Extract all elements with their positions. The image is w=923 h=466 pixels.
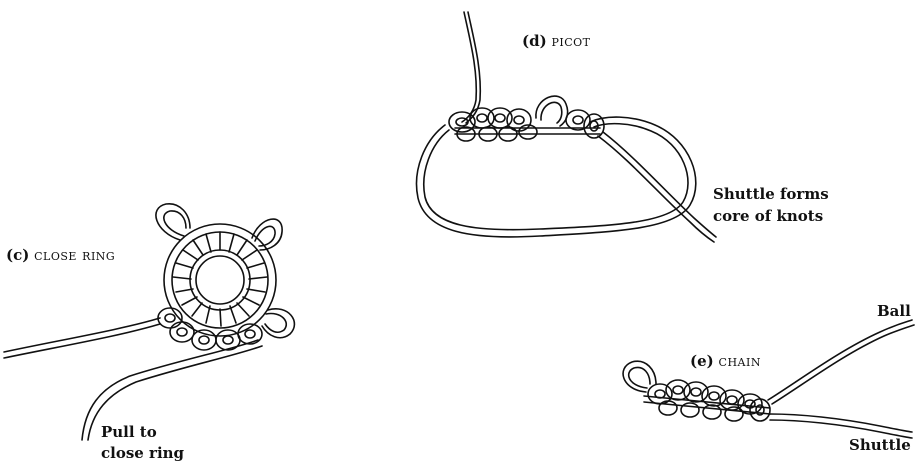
label-chain: (e) chain	[690, 352, 761, 371]
label-shuttle-core-line1: Shuttle forms	[713, 185, 829, 204]
label-ball: Ball	[877, 302, 911, 321]
label-pull-line2: close ring	[101, 444, 184, 463]
label-pull-line1: Pull to	[101, 423, 157, 442]
label-shuttle: Shuttle	[849, 436, 911, 455]
label-picot: (d) picot	[522, 32, 591, 51]
label-chain-key: (e)	[690, 352, 714, 370]
label-close-ring-key: (c)	[6, 246, 29, 264]
chain-figure	[623, 320, 914, 438]
label-close-ring-name: close ring	[34, 246, 115, 264]
label-picot-key: (d)	[522, 32, 547, 50]
label-shuttle-core-line2: core of knots	[713, 207, 823, 226]
label-picot-name: picot	[551, 32, 590, 50]
label-close-ring: (c) close ring	[6, 246, 115, 265]
close-ring-figure	[4, 204, 294, 440]
label-chain-name: chain	[719, 352, 761, 370]
